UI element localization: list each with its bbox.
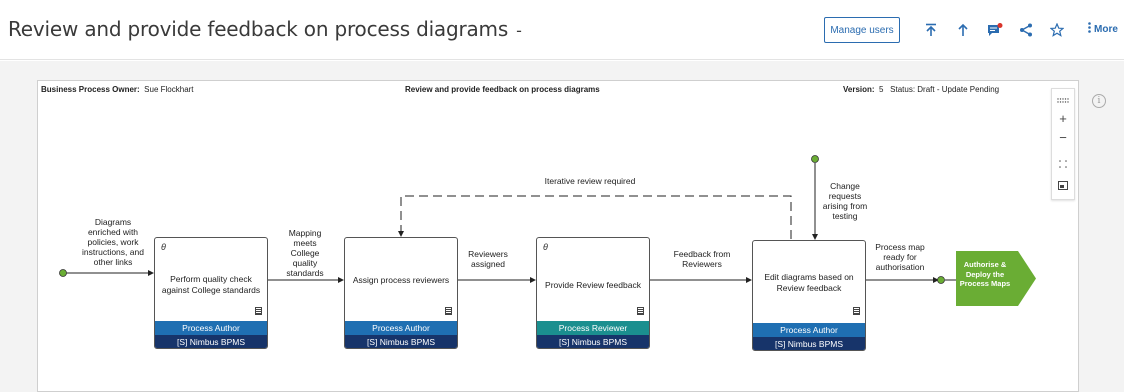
terminal-shape [956, 251, 1036, 306]
version-status: Version: 5 Status: Draft - Update Pendin… [843, 85, 999, 94]
comment-icon[interactable] [985, 20, 1005, 40]
activity-text: Edit diagrams based on Review feedback [764, 272, 854, 293]
manage-users-button[interactable]: Manage users [824, 17, 900, 43]
info-icon[interactable]: i [1092, 94, 1106, 108]
system-label: [S] Nimbus BPMS [753, 337, 865, 350]
process-owner: Business Process Owner: Sue Flockhart [41, 85, 194, 94]
theta-icon: θ [543, 242, 548, 252]
start-event [59, 269, 67, 277]
zoom-out-button[interactable]: − [1059, 129, 1067, 145]
owner-name: Sue Flockhart [144, 85, 194, 94]
owner-label: Business Process Owner: [41, 85, 140, 94]
activity-provide-feedback[interactable]: θ Provide Review feedback Process Review… [536, 237, 650, 349]
activity-edit-diagrams[interactable]: Edit diagrams based on Review feedback P… [752, 240, 866, 351]
title-menu-dash[interactable]: - [516, 21, 522, 40]
diagram-toolbar: + − [1051, 88, 1075, 200]
flow-label-ready: Process map ready for authorisation [875, 242, 925, 272]
version-number: 5 [879, 85, 884, 94]
flow-iterative-loop [398, 195, 792, 239]
more-menu-button[interactable]: More [1088, 22, 1118, 36]
change-request-start [811, 155, 819, 163]
more-label: More [1094, 23, 1118, 35]
system-label: [S] Nimbus BPMS [345, 335, 457, 348]
arrow-up-icon[interactable] [953, 20, 973, 40]
image-icon[interactable] [1052, 175, 1074, 195]
activity-text: Provide Review feedback [545, 280, 641, 290]
grip-icon[interactable] [1052, 91, 1074, 111]
activity-text: Perform quality check against College st… [161, 274, 261, 295]
activity-quality-check[interactable]: θ Perform quality check against College … [154, 237, 268, 349]
system-label: [S] Nimbus BPMS [537, 335, 649, 348]
role-label: Process Reviewer [537, 321, 649, 335]
document-icon[interactable] [853, 307, 860, 315]
flow-label-feedback: Feedback from Reviewers [673, 249, 731, 269]
flow-label-iterative: Iterative review required [544, 176, 636, 186]
role-label: Process Author [345, 321, 457, 335]
terminal-label: Authorise & Deploy the Process Maps [959, 260, 1011, 288]
page-title: Review and provide feedback on process d… [8, 17, 522, 41]
version-label: Version: [843, 85, 875, 94]
flow-label-change-requests: Change requests arising from testing [822, 181, 868, 221]
zoom-in-button[interactable]: + [1059, 110, 1067, 126]
page-header: Review and provide feedback on process d… [0, 0, 1124, 60]
activity-assign-reviewers[interactable]: Assign process reviewers Process Author … [344, 237, 458, 349]
terminal-authorise-deploy[interactable]: Authorise & Deploy the Process Maps [956, 251, 1038, 306]
arrow-to-top-icon[interactable] [921, 20, 941, 40]
document-icon[interactable] [255, 307, 262, 315]
system-label: [S] Nimbus BPMS [155, 335, 267, 348]
end-event [937, 276, 945, 284]
diagram-title: Review and provide feedback on process d… [405, 85, 600, 94]
flow-label-mapping: Mapping meets College quality standards [286, 228, 324, 278]
flow-label-enriched: Diagrams enriched with policies, work in… [82, 217, 144, 267]
star-icon[interactable] [1047, 20, 1067, 40]
share-icon[interactable] [1016, 20, 1036, 40]
role-label: Process Author [155, 321, 267, 335]
theta-icon: θ [161, 242, 166, 252]
document-icon[interactable] [445, 307, 452, 315]
document-icon[interactable] [637, 307, 644, 315]
flow-label-reviewers-assigned: Reviewers assigned [468, 249, 508, 269]
status-text: Status: Draft - Update Pending [890, 85, 1000, 94]
kebab-icon [1088, 22, 1091, 36]
activity-text: Assign process reviewers [352, 275, 450, 285]
fit-to-screen-icon[interactable] [1052, 154, 1074, 174]
role-label: Process Author [753, 323, 865, 337]
